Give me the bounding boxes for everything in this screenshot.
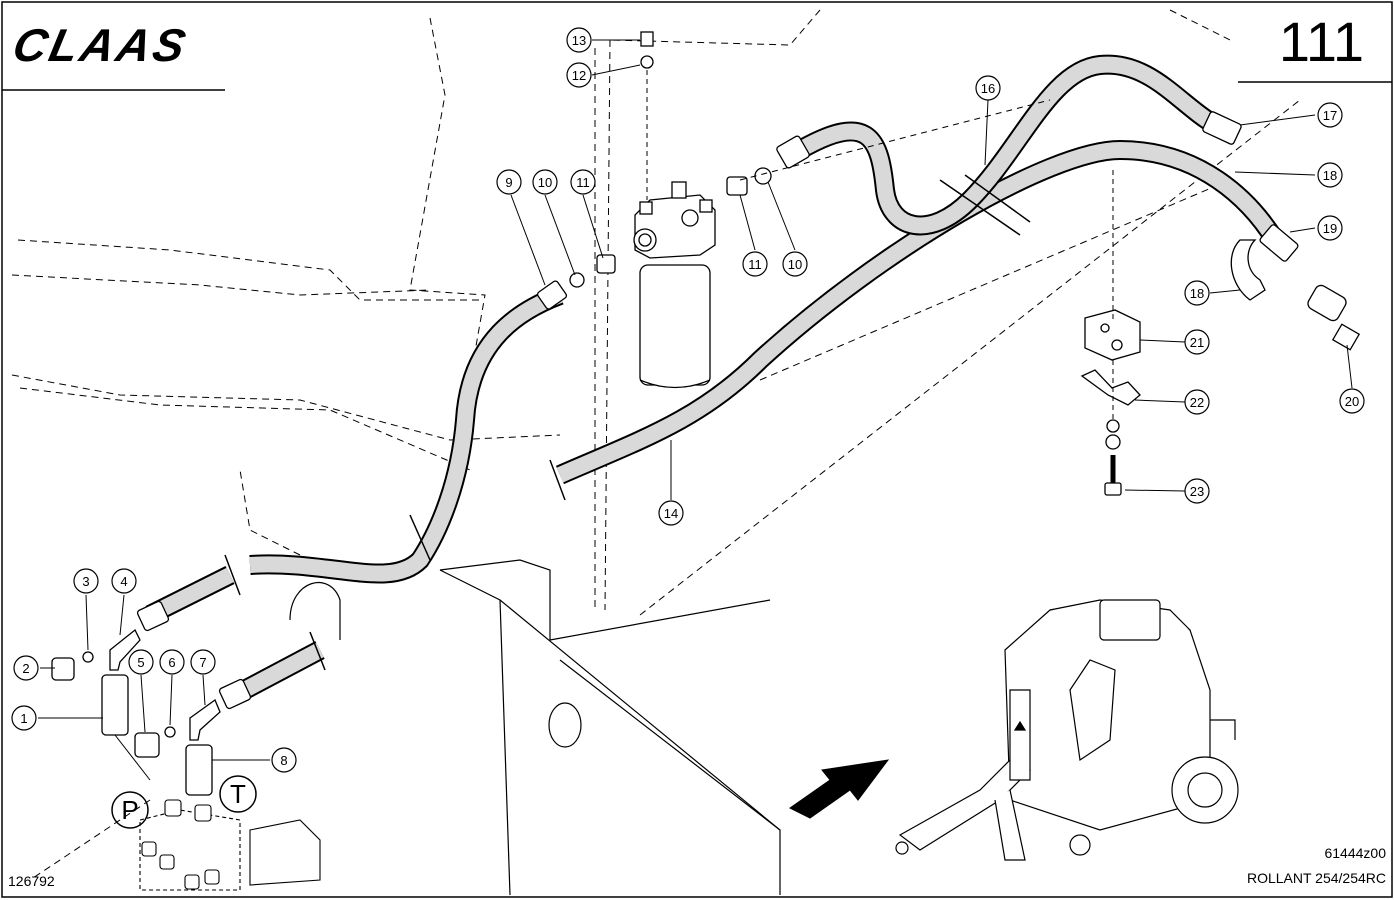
callout-6: 6: [168, 655, 175, 670]
callout-16: 16: [981, 81, 995, 96]
callout-12: 12: [572, 68, 586, 83]
page-number: 111: [1278, 10, 1364, 73]
callout-5: 5: [137, 655, 144, 670]
callout-13: 13: [572, 33, 586, 48]
callout-1: 1: [20, 711, 27, 726]
hose-16: [795, 54, 1221, 236]
callout-10b: 10: [788, 257, 802, 272]
callout-10a: 10: [538, 175, 552, 190]
drawing-code-left: 126792: [8, 873, 55, 889]
hose-9: [249, 285, 564, 584]
port-p-label: P: [121, 795, 138, 825]
chassis-beam: [289, 559, 781, 896]
callout-22: 22: [1190, 395, 1204, 410]
callout-11a: 11: [576, 175, 590, 190]
callout-18b: 18: [1190, 286, 1204, 301]
drawing-code-right: 61444z00: [1324, 845, 1386, 861]
port-t-label: T: [230, 779, 246, 809]
brand-logo: CLAAS: [8, 19, 193, 71]
frame-outline: [11, 9, 1301, 881]
callout-14: 14: [664, 506, 678, 521]
callout-8: 8: [280, 753, 287, 768]
hose-lower-2: [230, 641, 325, 704]
callout-4: 4: [120, 574, 127, 589]
oil-filter: [633, 181, 716, 389]
callout-balloons: [11, 27, 1365, 773]
callout-19: 19: [1323, 221, 1337, 236]
callout-7: 7: [199, 655, 206, 670]
port-t: [219, 775, 257, 813]
callout-3: 3: [82, 574, 89, 589]
model-name: ROLLANT 254/254RC: [1246, 870, 1386, 886]
callout-20: 20: [1345, 394, 1359, 409]
baler-overview-inset: [895, 599, 1239, 861]
callout-11b: 11: [748, 257, 762, 272]
callout-17: 17: [1323, 108, 1337, 123]
leader-lines: [38, 39, 1353, 781]
callout-9: 9: [505, 175, 512, 190]
callout-2: 2: [22, 661, 29, 676]
callout-21: 21: [1190, 335, 1204, 350]
direction-arrow: [789, 759, 890, 819]
callout-labels: 13 12 9 10 11 11 10 16 17 18 19 18 21 22…: [20, 33, 1359, 768]
callout-18a: 18: [1323, 168, 1337, 183]
fittings: [51, 31, 1361, 796]
hose-break-marks: [224, 174, 1031, 671]
callout-23: 23: [1190, 484, 1204, 499]
port-p: [111, 791, 149, 829]
control-valve-block: [139, 799, 321, 891]
